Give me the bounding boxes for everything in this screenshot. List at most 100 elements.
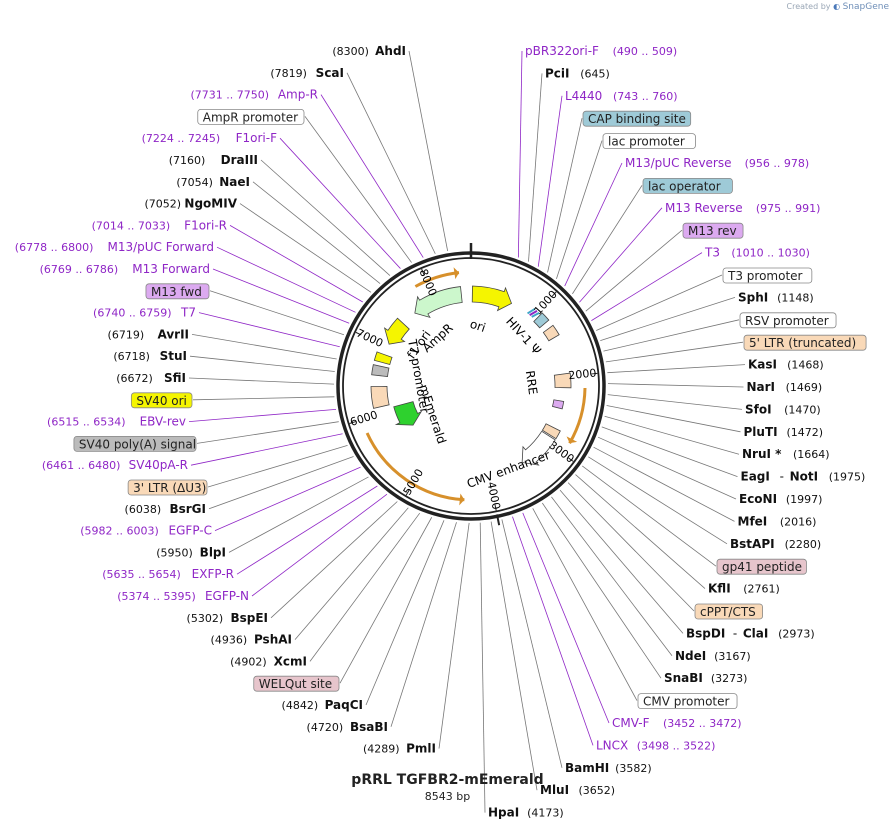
ampr-feature-arrow[interactable]: [414, 286, 463, 319]
map-label-right-2[interactable]: L4440(743 .. 760): [565, 89, 678, 103]
site-position: (2761): [743, 583, 780, 596]
map-label-right-13[interactable]: 5' LTR (truncated): [743, 334, 867, 351]
map-label-right-32[interactable]: BamHI(3582): [565, 761, 652, 775]
map-label-left-31[interactable]: BsaBI(4720): [307, 720, 388, 734]
cmv-enhancer-arrow[interactable]: [521, 430, 556, 466]
map-label-right-17[interactable]: PluTI(1472): [744, 425, 824, 439]
map-label-left-18[interactable]: SV40 poly(A) signal: [73, 435, 197, 452]
map-label-left-29[interactable]: WELQut site: [253, 675, 340, 692]
primer-name: T3: [704, 246, 720, 260]
sv40-ori-feature[interactable]: [373, 351, 393, 365]
map-label-left-23[interactable]: BlpI(5950): [156, 545, 226, 559]
map-label-left-11[interactable]: M13 fwd: [145, 283, 210, 300]
map-label-left-5[interactable]: DraIII(7160): [169, 153, 258, 167]
tick-mark: [421, 268, 425, 275]
map-label-right-8[interactable]: M13 rev: [682, 222, 744, 239]
sv40-polya-feature[interactable]: [371, 364, 390, 378]
primer-name: T7: [180, 306, 196, 320]
map-label-right-28[interactable]: SnaBI(3273): [664, 671, 747, 685]
map-label-right-24[interactable]: KflI(2761): [708, 582, 780, 596]
feature-badge-text: AmpR promoter: [203, 110, 298, 124]
gp41-feature[interactable]: [551, 399, 565, 410]
leader-line: [198, 312, 340, 348]
ltr3-feature[interactable]: [370, 386, 390, 409]
map-label-right-7[interactable]: M13 Reverse(975 .. 991): [665, 201, 820, 215]
map-label-left-8[interactable]: F1ori-R(7014 .. 7033): [92, 218, 227, 232]
map-label-right-10[interactable]: T3 promoter: [722, 267, 813, 284]
map-label-left-25[interactable]: EGFP-N(5374 .. 5395): [117, 589, 249, 603]
map-label-left-32[interactable]: PmlI(4289): [363, 742, 436, 756]
map-label-left-14[interactable]: StuI(6718): [113, 349, 187, 363]
map-label-left-0[interactable]: AhdI(8300): [332, 44, 406, 58]
map-label-right-21[interactable]: MfeI(2016): [738, 514, 817, 528]
map-label-left-20[interactable]: 3' LTR (ΔU3): [127, 479, 208, 496]
map-label-right-11[interactable]: SphI(1148): [738, 290, 814, 304]
map-label-right-15[interactable]: NarI(1469): [747, 380, 823, 394]
map-label-right-5[interactable]: M13/pUC Reverse(956 .. 978): [625, 156, 809, 170]
map-label-left-28[interactable]: XcmI(4902): [230, 654, 307, 668]
map-label-left-1[interactable]: ScaI(7819): [270, 66, 344, 80]
map-label-left-2[interactable]: Amp-R(7731 .. 7750): [190, 88, 318, 102]
map-label-right-19[interactable]: EagI-NotI(1975): [741, 470, 866, 484]
feature-badge-text: RSV promoter: [745, 314, 829, 328]
hiv-psi-feature[interactable]: [542, 324, 560, 342]
map-label-right-31[interactable]: LNCX(3498 .. 3522): [596, 738, 715, 752]
lac-feature[interactable]: [533, 312, 550, 329]
map-label-left-24[interactable]: EXFP-R(5635 .. 5654): [102, 567, 234, 581]
map-label-right-1[interactable]: PciI(645): [545, 66, 610, 80]
map-label-right-27[interactable]: NdeI(3167): [675, 649, 751, 663]
map-label-left-13[interactable]: AvrII(6719): [108, 327, 189, 341]
leader-line: [607, 394, 743, 410]
map-label-right-14[interactable]: KasI(1468): [748, 358, 824, 372]
map-label-right-33[interactable]: MluI(3652): [540, 783, 615, 797]
map-label-right-34[interactable]: HpaI(4173): [488, 806, 564, 820]
map-label-right-22[interactable]: BstAPI(2280): [730, 537, 821, 551]
primer-name: CMV-F: [612, 716, 650, 730]
mEmerald-feature-arrow[interactable]: [393, 401, 423, 426]
map-label-right-20[interactable]: EcoNI(1997): [739, 492, 822, 506]
f1-ori-feature-arrow[interactable]: [383, 317, 410, 345]
map-label-left-19[interactable]: SV40pA-R(6461 .. 6480): [42, 458, 188, 472]
rre-feature[interactable]: [553, 372, 572, 389]
map-label-right-6[interactable]: lac operator: [642, 177, 733, 194]
map-label-left-6[interactable]: NaeI(7054): [176, 175, 250, 189]
map-label-left-27[interactable]: PshAI(4936): [211, 633, 292, 647]
ori-feature-arrow[interactable]: [471, 285, 513, 312]
map-label-right-0[interactable]: pBR322ori-F(490 .. 509): [525, 44, 677, 58]
map-label-right-3[interactable]: CAP binding site: [582, 110, 692, 127]
site-labels[interactable]: pBR322ori-F(490 .. 509) PciI(645) L4440(74…: [15, 44, 867, 820]
leader-line: [559, 489, 684, 634]
map-label-left-22[interactable]: EGFP-C(5982 .. 6003): [80, 524, 212, 538]
feature-badge-text: WELQut site: [259, 677, 332, 691]
map-label-left-16[interactable]: SV40 ori: [130, 392, 193, 409]
map-label-right-4[interactable]: lac promoter: [602, 133, 696, 150]
map-label-left-30[interactable]: PaqCI(4842): [282, 698, 363, 712]
map-label-right-16[interactable]: SfoI(1470): [745, 402, 821, 416]
tick-label: 2000: [568, 366, 597, 382]
map-label-left-12[interactable]: T7(6740 .. 6759): [93, 306, 196, 320]
map-label-left-26[interactable]: BspEI(5302): [187, 611, 268, 625]
map-label-right-25[interactable]: cPPT/CTS: [694, 603, 763, 620]
map-label-left-17[interactable]: EBV-rev(6515 .. 6534): [47, 415, 186, 429]
map-label-right-18[interactable]: NruI *(1664): [742, 447, 830, 461]
map-label-right-12[interactable]: RSV promoter: [739, 312, 837, 329]
map-label-right-30[interactable]: CMV-F(3452 .. 3472): [612, 716, 742, 730]
map-label-left-10[interactable]: M13 Forward(6769 .. 6786): [40, 262, 210, 276]
map-label-left-9[interactable]: M13/pUC Forward(6778 .. 6800): [15, 240, 214, 254]
map-label-left-21[interactable]: BsrGI(6038): [125, 502, 206, 516]
map-label-left-15[interactable]: SfiI(6672): [116, 371, 186, 385]
site-name: NdeI: [675, 649, 706, 663]
map-label-right-29[interactable]: CMV promoter: [637, 693, 738, 709]
site-name: BlpI: [200, 545, 226, 559]
site-name: MfeI: [738, 514, 768, 528]
cppt-feature[interactable]: [541, 423, 561, 440]
site-position: (4936): [211, 634, 248, 647]
map-label-left-4[interactable]: F1ori-F(7224 .. 7245): [142, 131, 277, 145]
site-name: NgoMIV: [184, 197, 237, 211]
map-label-right-26[interactable]: BspDI-ClaI(2973): [686, 626, 815, 640]
map-label-left-3[interactable]: AmpR promoter: [197, 109, 305, 125]
map-label-right-23[interactable]: gp41 peptide: [716, 558, 807, 575]
map-label-right-9[interactable]: T3(1010 .. 1030): [704, 246, 810, 260]
primer-range: (6769 .. 6786): [40, 263, 119, 276]
map-label-left-7[interactable]: NgoMIV(7052): [145, 197, 238, 211]
